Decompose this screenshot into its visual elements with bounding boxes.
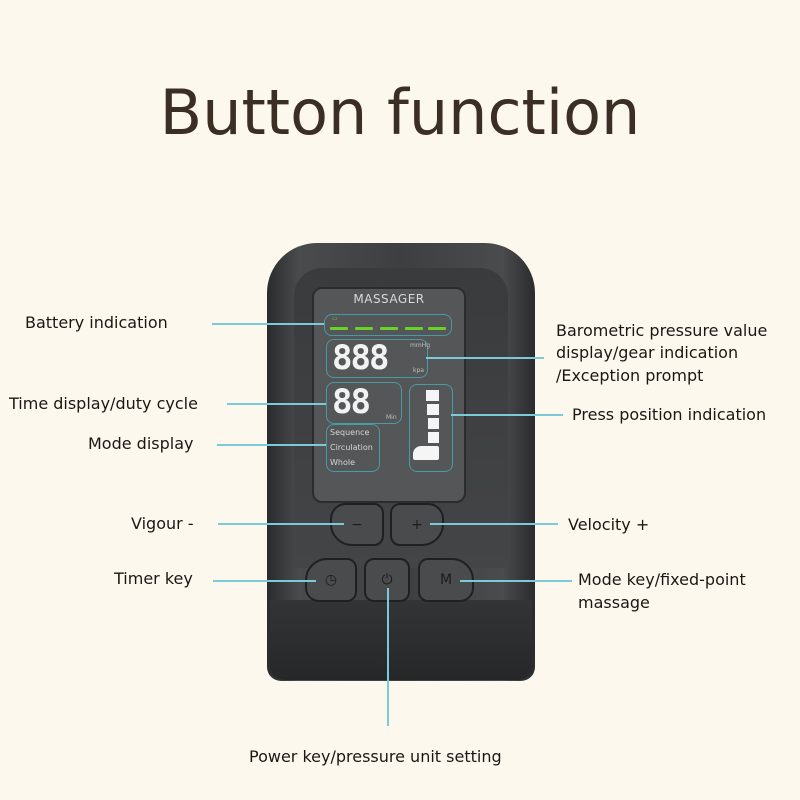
battery-segment xyxy=(405,327,423,330)
battery-segment xyxy=(355,327,373,330)
label-pressure-1: Barometric pressure value xyxy=(556,321,768,340)
label-power: Power key/pressure unit setting xyxy=(249,747,502,766)
screen-title: MASSAGER xyxy=(353,292,425,306)
minus-icon: − xyxy=(351,516,363,533)
unit-mmhg: mmHg xyxy=(410,342,431,349)
label-timer: Timer key xyxy=(114,569,193,588)
leader-battery xyxy=(212,323,324,325)
plus-icon: + xyxy=(411,516,423,533)
device-base xyxy=(270,600,532,680)
battery-segment xyxy=(428,327,446,330)
battery-icon: ▭ xyxy=(332,315,338,322)
leader-time xyxy=(227,403,326,405)
label-velocity: Velocity + xyxy=(568,515,650,534)
unit-kpa: kpa xyxy=(413,367,424,374)
power-icon: ⏻ xyxy=(381,572,393,588)
time-digits: 88 xyxy=(332,382,371,422)
pressure-display-box xyxy=(326,339,428,378)
label-battery: Battery indication xyxy=(25,313,168,332)
leader-pressure xyxy=(426,357,544,359)
velocity-plus-button[interactable]: + xyxy=(390,503,444,546)
mode-sequence: Sequence xyxy=(330,428,370,437)
time-unit: Min xyxy=(386,414,397,421)
label-vigour: Vigour - xyxy=(131,514,194,533)
leg-segment xyxy=(428,432,439,443)
mode-whole: Whole xyxy=(330,458,356,467)
mode-icon: M xyxy=(439,572,453,588)
press-position-box xyxy=(409,384,453,472)
leader-mode-key xyxy=(460,580,572,582)
label-mode-key-2: massage xyxy=(578,593,650,612)
page-title: Button function xyxy=(159,76,641,149)
label-mode-display: Mode display xyxy=(88,434,194,453)
battery-box xyxy=(324,314,452,336)
battery-segment xyxy=(330,327,348,330)
label-mode-key-1: Mode key/fixed-point xyxy=(578,570,746,589)
leader-timer xyxy=(213,580,316,582)
label-time: Time display/duty cycle xyxy=(9,394,198,413)
leader-velocity xyxy=(430,523,558,525)
timer-icon: ◷ xyxy=(324,572,338,588)
leader-mode-display xyxy=(217,444,326,446)
label-pressure-2: display/gear indication xyxy=(556,343,739,362)
leg-segment xyxy=(427,404,439,415)
pressure-digits: 888 xyxy=(332,338,389,378)
mode-display-box xyxy=(326,424,380,472)
battery-segment xyxy=(380,327,398,330)
time-display-box xyxy=(326,382,402,424)
leader-vigour xyxy=(218,523,344,525)
leader-power xyxy=(387,588,389,726)
lcd-screen xyxy=(312,287,466,503)
label-pressure-3: /Exception prompt xyxy=(556,366,704,385)
vigour-minus-button[interactable]: − xyxy=(330,503,384,546)
label-press-position: Press position indication xyxy=(572,405,767,424)
leg-segment xyxy=(428,418,439,429)
leg-segment xyxy=(426,390,439,401)
mode-circulation: Circulation xyxy=(330,443,373,452)
leader-press-position xyxy=(451,414,563,416)
foot-segment xyxy=(413,446,439,460)
